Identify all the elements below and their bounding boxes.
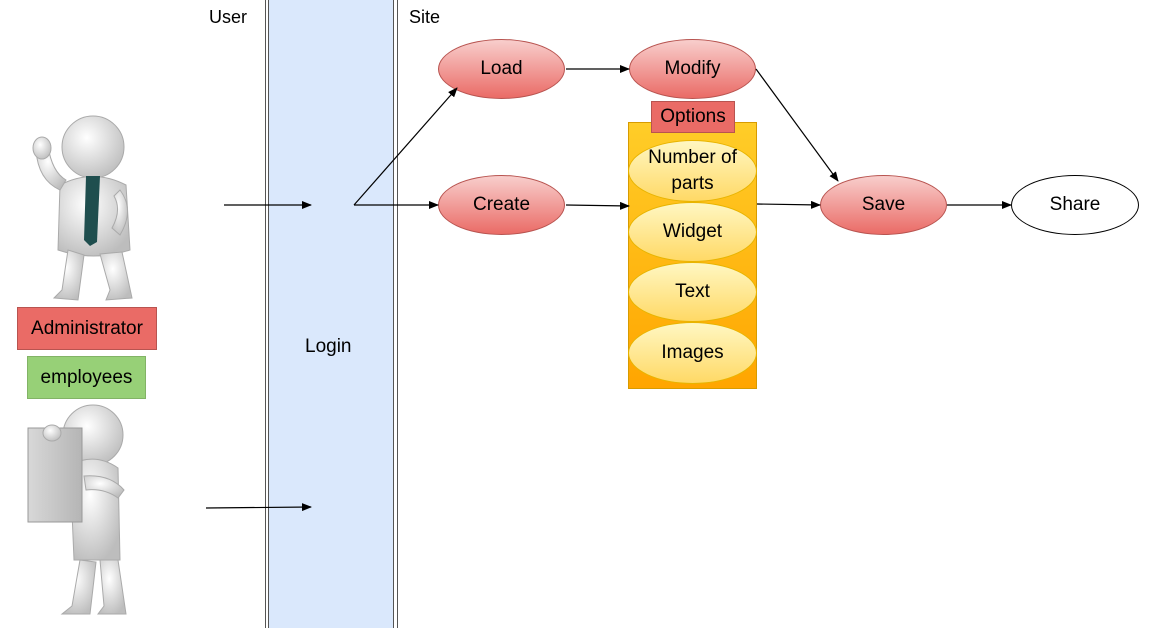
options-to-save-arrow: [756, 200, 821, 209]
lane-divider-left-inner: [268, 0, 269, 628]
option-widget[interactable]: Widget: [628, 202, 757, 262]
option-text[interactable]: Text: [628, 262, 757, 322]
create-to-options-arrow: [565, 201, 630, 210]
modify-node[interactable]: Modify: [629, 39, 756, 99]
lane-divider-right-outer: [397, 0, 398, 628]
save-node[interactable]: Save: [820, 175, 947, 235]
actor-figures: [27, 115, 133, 615]
employees-to-login-arrow: [205, 503, 312, 512]
administrator-tag: Administrator: [17, 307, 157, 350]
administrator-figure-icon: [32, 115, 133, 301]
modify-to-save-arrow: [755, 68, 839, 182]
share-node[interactable]: Share: [1011, 175, 1139, 235]
option-images[interactable]: Images: [628, 322, 757, 384]
user-lane-label: User: [209, 7, 248, 27]
options-title: Options: [651, 101, 735, 133]
employees-tag: employees: [27, 356, 146, 399]
login-lane: [269, 0, 393, 628]
employee-figure-icon: [27, 404, 127, 615]
login-to-load-arrow: [353, 87, 458, 206]
site-lane-label: Site: [409, 7, 441, 27]
create-node[interactable]: Create: [438, 175, 565, 235]
lane-divider-right-inner: [393, 0, 394, 628]
login-label: Login: [305, 336, 352, 357]
option-number-of-parts[interactable]: Number of parts: [628, 140, 757, 202]
load-node[interactable]: Load: [438, 39, 565, 99]
lane-divider-left-outer: [265, 0, 266, 628]
